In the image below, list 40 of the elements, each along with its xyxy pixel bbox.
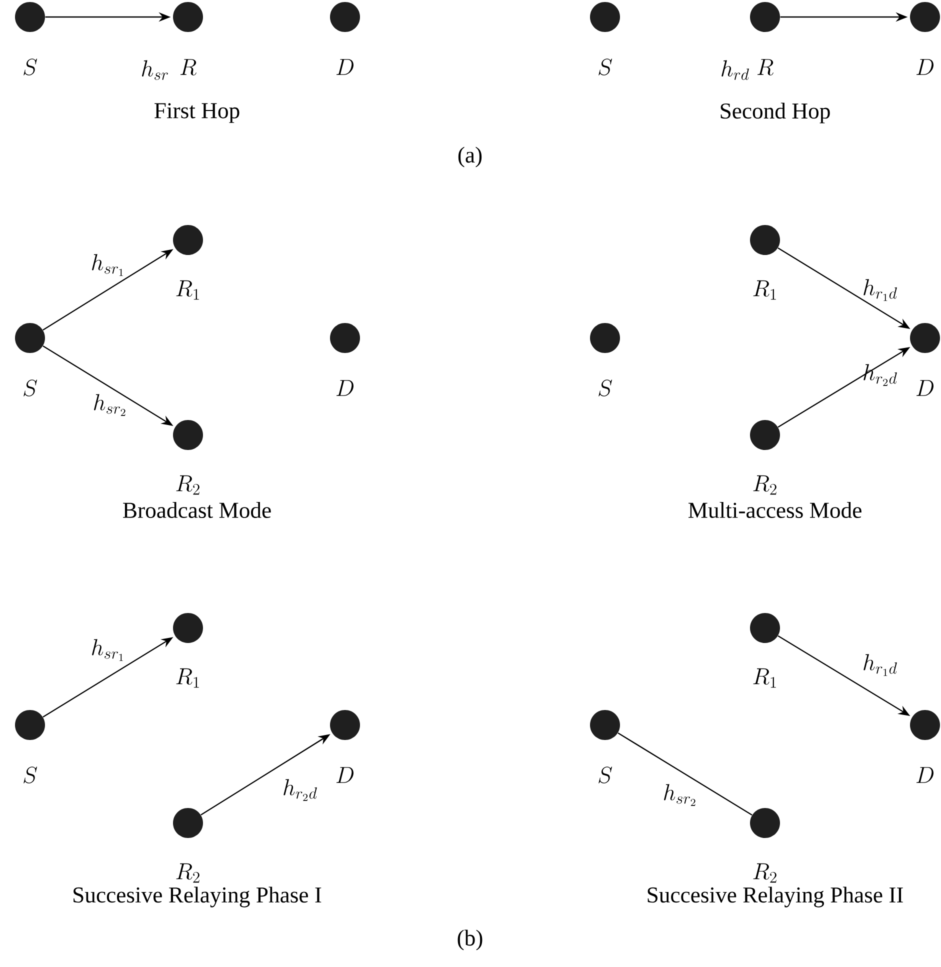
node-label: $S$	[24, 380, 38, 396]
node-label: $D$	[916, 59, 934, 75]
caption: (a)	[458, 146, 482, 168]
node-label: $S$	[24, 58, 38, 76]
node-label: $D$	[336, 767, 354, 783]
edge-label: $h_{sr_2}$	[94, 394, 126, 416]
caption: Succesive Relaying Phase I	[74, 886, 322, 908]
node-label: $R_2$	[753, 475, 776, 495]
node-label: $R_2$	[176, 863, 200, 883]
caption: Second Hop	[720, 102, 830, 124]
caption: Broadcast Mode	[123, 502, 271, 518]
caption: Multi-access Mode	[688, 502, 862, 518]
edge-label: $h_{rd}$	[722, 60, 749, 80]
node-label: $S$	[598, 380, 612, 396]
node-label: $R$	[757, 59, 774, 76]
node-label: $R_2$	[176, 475, 200, 495]
node-label: $S$	[24, 766, 38, 784]
node-label: $D$	[336, 59, 354, 75]
node-label: $S$	[598, 58, 612, 76]
edge-label: $h_{r_1d}$	[864, 654, 897, 676]
edge-label: $h_{sr_1}$	[92, 639, 123, 661]
node-label: $R_1$	[176, 668, 199, 688]
edge-label: $h_{r_2d}$	[864, 364, 897, 386]
node-label: $D$	[916, 767, 934, 783]
caption: (b)	[458, 930, 482, 950]
node-label: $S$	[598, 766, 612, 784]
caption: Succesive Relaying Phase II	[648, 886, 903, 908]
edge-label: $h_{r_2d}$	[284, 779, 317, 801]
node-label: $R_1$	[176, 280, 199, 300]
edge-label: $h_{sr_1}$	[92, 254, 123, 276]
edge-label: $h_{sr_2}$	[664, 784, 696, 806]
node-label: $D$	[336, 380, 354, 396]
caption: First Hop	[154, 103, 240, 123]
edge-label: $h_{sr}$	[142, 60, 168, 80]
edge-label: $h_{r_1d}$	[864, 279, 897, 301]
node-label: $D$	[916, 380, 934, 396]
node-label: $R_2$	[753, 863, 776, 883]
node-label: $R_1$	[753, 668, 776, 688]
node-label: $R_1$	[753, 280, 776, 300]
node-label: $R$	[180, 59, 196, 76]
